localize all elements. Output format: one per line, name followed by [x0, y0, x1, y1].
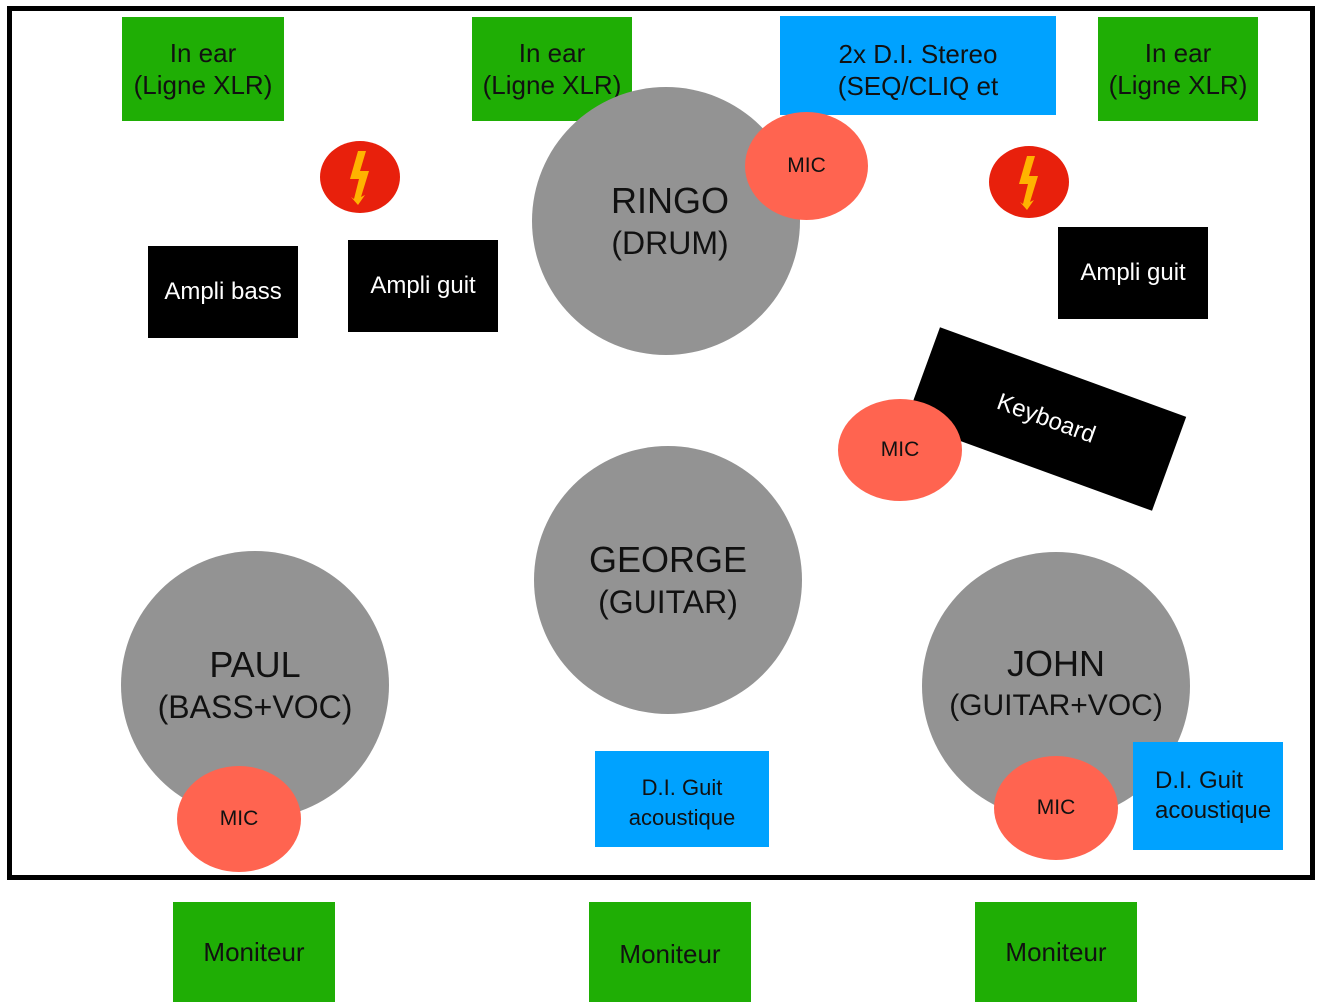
- musician-name: PAUL: [209, 644, 301, 685]
- amp-bass: Ampli bass: [148, 246, 298, 338]
- musician-george: GEORGE (GUITAR): [534, 446, 802, 714]
- monitor-right: Moniteur: [975, 902, 1137, 1002]
- di-guitar-acoustic-center: D.I. Guit acoustique: [595, 751, 769, 847]
- mic-paul: MIC: [177, 766, 301, 872]
- musician-role: (BASS+VOC): [157, 689, 353, 725]
- musician-ringo: RINGO (DRUM): [532, 87, 800, 355]
- stage-area: [7, 6, 1315, 880]
- mic-keyboard: MIC: [838, 399, 962, 501]
- musician-name: JOHN: [1007, 643, 1105, 684]
- musician-name: RINGO: [610, 180, 729, 221]
- musician-role: (DRUM): [611, 225, 729, 261]
- musician-role: (GUITAR+VOC): [949, 689, 1163, 722]
- amp-guitar-left: Ampli guit: [348, 240, 498, 332]
- mic-ringo: MIC: [745, 112, 868, 220]
- monitor-center: Moniteur: [589, 902, 751, 1002]
- monitor-left: Moniteur: [173, 902, 335, 1002]
- musician-name: GEORGE: [588, 539, 748, 580]
- lightning-bolt-icon: [1019, 156, 1038, 210]
- power-outlet-left: [320, 141, 400, 213]
- lightning-bolt-icon: [350, 151, 369, 205]
- di-guitar-acoustic-right: D.I. Guit acoustique: [1133, 742, 1283, 850]
- amp-guitar-right: Ampli guit: [1058, 227, 1208, 319]
- mic-john: MIC: [994, 756, 1118, 860]
- di-stereo-box: 2x D.I. Stereo (SEQ/CLIQ et: [780, 16, 1056, 115]
- in-ear-box-right: In ear (Ligne XLR): [1098, 17, 1258, 121]
- in-ear-box-left: In ear (Ligne XLR): [122, 17, 284, 121]
- musician-role: (GUITAR): [598, 584, 738, 620]
- power-outlet-right: [989, 146, 1069, 218]
